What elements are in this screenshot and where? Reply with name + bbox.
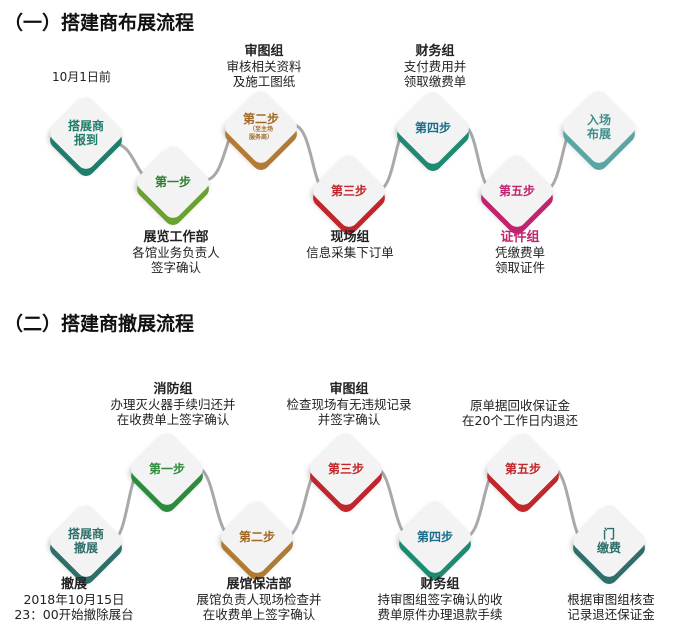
s2-node-step4: 第四步 — [395, 497, 475, 577]
s1-node-step1: 第一步 — [133, 142, 213, 222]
s1-annotation-step2: 审图组 审核相关资料 及施工图纸 — [226, 44, 302, 89]
s2-node-step3: 第三步 — [306, 429, 386, 509]
s2-annotation-step5: 原单据回收保证金 在20个工作日内退还 — [462, 398, 578, 428]
s2-node-step2: 第二步 — [217, 497, 297, 577]
s2-annotation-step2: 展馆保洁部 展馆负责人现场检查并 在收费单上签字确认 — [196, 577, 322, 622]
s1-annotation-step1: 展览工作部 各馆业务负责人 签字确认 — [132, 230, 220, 275]
s1-node-checkin: 搭展商 报到 — [46, 93, 126, 173]
s2-node-payment: 门 缴费 — [569, 501, 649, 581]
s2-annotation-step3: 审图组 检查现场有无违规记录 并签字确认 — [286, 382, 412, 427]
s1-node-enter: 入场 布展 — [559, 87, 639, 167]
s2-annotation-dismantle: 撤展 2018年10月15日 23：00开始撤除展台 — [14, 577, 134, 622]
s1-node-step5: 第五步 — [477, 151, 557, 231]
s1-annotation-step3: 现场组 信息采集下订单 — [306, 230, 394, 260]
s2-annotation-step1: 消防组 办理灭火器手续归还并 在收费单上签字确认 — [110, 382, 236, 427]
s2-annotation-step4: 财务组 持审图组签字确认的收 费单原件办理退款手续 — [377, 577, 503, 622]
section1-title: （一）搭建商布展流程 — [4, 12, 195, 34]
s1-node-step4: 第四步 — [393, 88, 473, 168]
s1-annotation-step4: 财务组 支付费用并 领取缴费单 — [403, 44, 467, 89]
s1-annotation-step5: 证件组 凭缴费单 领取证件 — [494, 230, 545, 275]
s2-annotation-payment: 根据审图组核查 记录退还保证金 — [567, 592, 655, 622]
s1-date-label: 10月1日前 — [52, 70, 111, 84]
s2-node-step5: 第五步 — [483, 429, 563, 509]
s2-node-dismantle: 搭展商 撤展 — [46, 501, 126, 581]
s2-node-step1: 第一步 — [127, 429, 207, 509]
s1-node-step3: 第三步 — [309, 151, 389, 231]
section2-title: （二）搭建商撤展流程 — [4, 313, 195, 335]
s1-node-step2: 第二步 （至主场 服务商） — [221, 87, 301, 167]
